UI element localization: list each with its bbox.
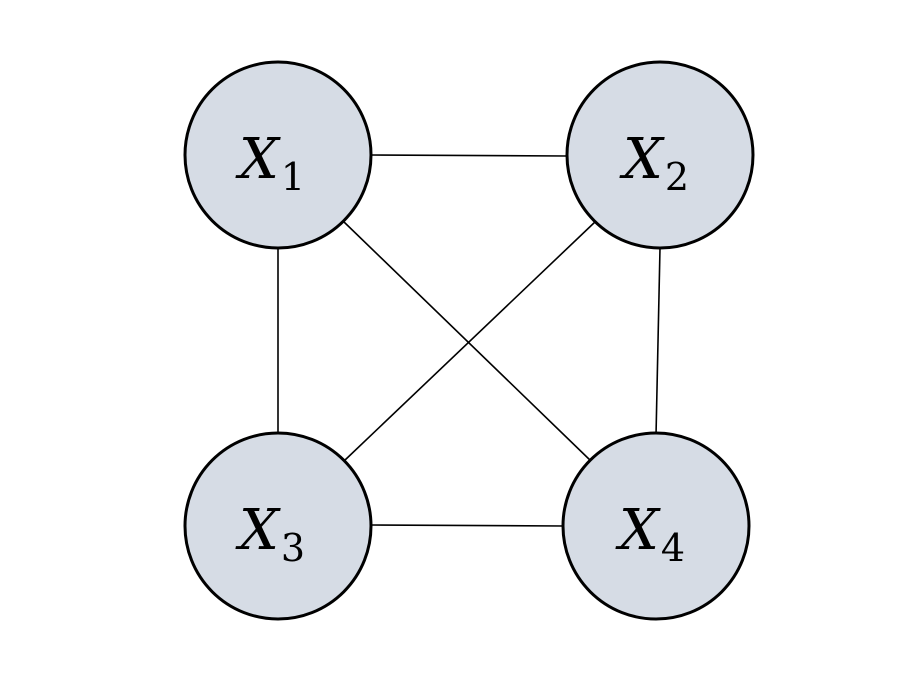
node-x1-var: X <box>235 127 281 192</box>
node-x4[interactable]: X4 <box>561 431 751 621</box>
node-x3-subscript: 3 <box>281 526 305 570</box>
node-x3-label: X3 <box>235 498 305 570</box>
edge-x2-x3 <box>343 220 597 462</box>
node-x2[interactable]: X2 <box>565 60 755 250</box>
node-x1-label: X1 <box>235 127 305 199</box>
edge-x3-x4 <box>370 524 565 527</box>
node-x1-subscript: 1 <box>281 155 305 199</box>
node-x4-subscript: 4 <box>661 526 685 570</box>
node-x2-circle <box>565 60 755 250</box>
node-x3-circle <box>183 431 373 621</box>
node-x1-circle <box>183 60 373 250</box>
node-x2-label: X2 <box>619 127 689 199</box>
edges-layer <box>277 154 661 527</box>
edge-x1-x2 <box>370 154 568 157</box>
node-x3-var: X <box>235 498 281 563</box>
nodes-layer: X1 X2 X3 X4 <box>183 60 755 621</box>
node-x2-var: X <box>619 127 665 192</box>
node-x4-var: X <box>615 498 661 563</box>
node-x4-label: X4 <box>615 498 685 570</box>
edge-x1-x4 <box>342 220 593 463</box>
node-x3[interactable]: X3 <box>183 431 373 621</box>
node-x4-circle <box>561 431 751 621</box>
node-x2-subscript: 2 <box>665 155 689 199</box>
edge-x2-x4 <box>655 247 661 437</box>
node-x1[interactable]: X1 <box>183 60 373 250</box>
